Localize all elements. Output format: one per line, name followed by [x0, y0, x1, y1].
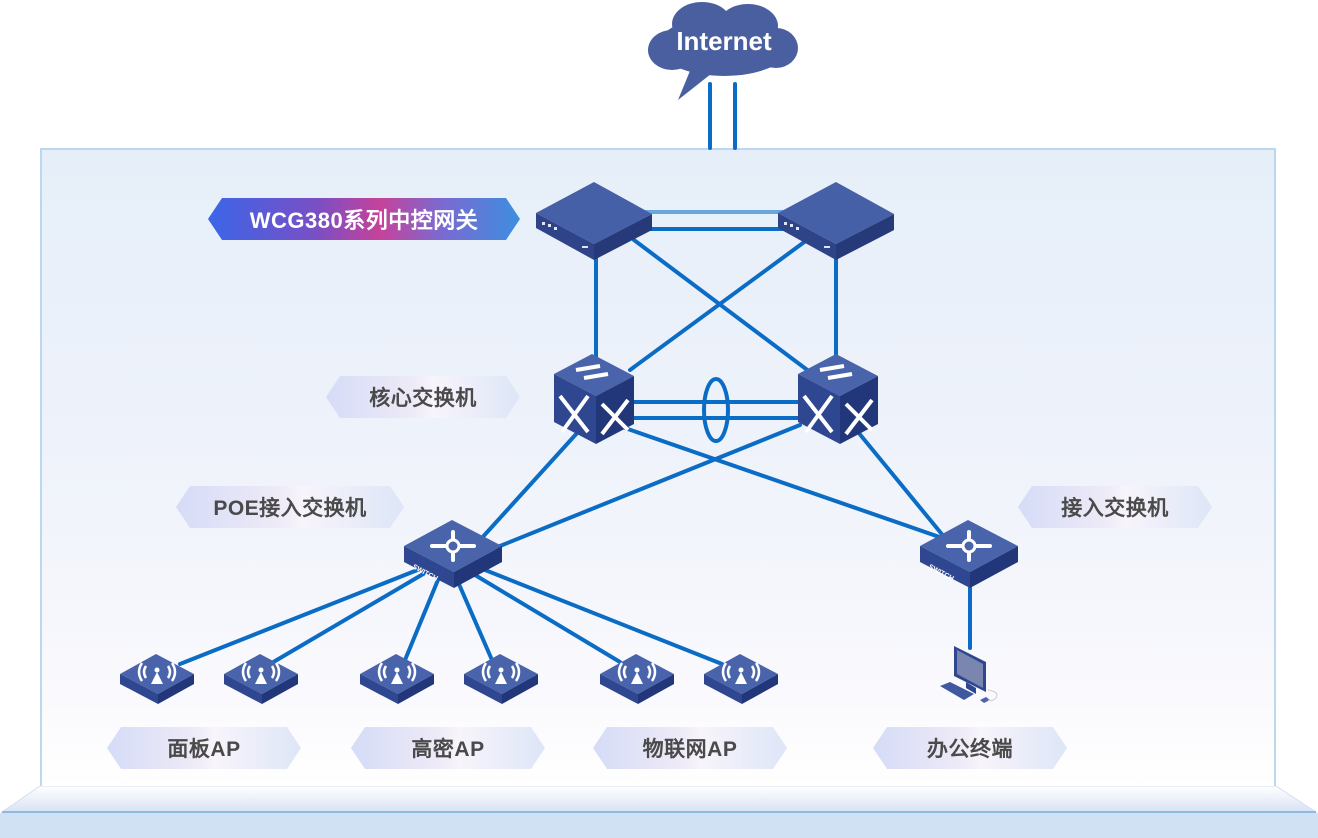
- internet-label: Internet: [676, 26, 772, 56]
- access-point-5[interactable]: [598, 650, 678, 706]
- access-point-3[interactable]: [358, 650, 438, 706]
- label-background: [176, 486, 404, 528]
- high-density-ap-label: 高密AP: [351, 727, 545, 769]
- cloud-icon: [648, 2, 798, 100]
- link-core1-poe: [478, 430, 580, 542]
- link-poe-ap4: [453, 573, 494, 662]
- gateway-label: WCG380系列中控网关: [208, 198, 520, 240]
- wifi-icon: [137, 662, 177, 682]
- access-switch-label: 接入交换机: [1018, 486, 1212, 528]
- link-poe-ap6: [478, 566, 724, 666]
- label-background: [1018, 486, 1212, 528]
- label-background: [107, 727, 301, 769]
- poe-switch-label-text: POE接入交换机: [213, 497, 367, 520]
- core-switch-1[interactable]: [550, 352, 640, 448]
- core-switch-label-text: 核心交换机: [369, 387, 477, 410]
- high-density-ap-label-text: 高密AP: [411, 738, 485, 761]
- link-core1-acc: [623, 426, 950, 542]
- access-point-6[interactable]: [702, 650, 782, 706]
- panel-ap-label: 面板AP: [107, 727, 301, 769]
- label-background: [873, 727, 1067, 769]
- link-poe-ap2: [268, 568, 432, 666]
- core-switch-label: 核心交换机: [326, 376, 520, 418]
- access-point-1[interactable]: [118, 650, 198, 706]
- wifi-icon: [241, 662, 281, 682]
- access-switch[interactable]: SWITCH: [918, 516, 1022, 592]
- poe-switch-label: POE接入交换机: [176, 486, 404, 528]
- gateway-device-2[interactable]: [776, 178, 896, 268]
- office-terminal-label: 办公终端: [873, 727, 1067, 769]
- poe-access-switch[interactable]: SWITCH: [402, 516, 506, 592]
- panel-ap-label-text: 面板AP: [167, 738, 241, 761]
- iot-ap-label-text: 物联网AP: [642, 738, 738, 761]
- access-point-2[interactable]: [222, 650, 302, 706]
- wifi-icon: [617, 662, 657, 682]
- link-gw2-core1: [628, 238, 809, 372]
- gateway-device-1[interactable]: [534, 178, 654, 268]
- label-background: [351, 727, 545, 769]
- link-poe-ap1: [178, 565, 427, 666]
- wifi-icon: [377, 662, 417, 682]
- label-background: [326, 376, 520, 418]
- link-core2-poe: [493, 423, 802, 550]
- floor-base: [0, 786, 1318, 838]
- wifi-icon: [481, 662, 521, 682]
- link-aggregation-ring: [702, 377, 730, 443]
- link-poe-ap3: [403, 573, 442, 662]
- iot-ap-label: 物联网AP: [593, 727, 787, 769]
- label-background: [593, 727, 787, 769]
- office-terminal-label-text: 办公终端: [927, 738, 1013, 761]
- access-switch-label-text: 接入交换机: [1061, 497, 1169, 520]
- wifi-icon: [721, 662, 761, 682]
- office-pc-icon[interactable]: [936, 640, 1006, 710]
- access-point-4[interactable]: [462, 650, 542, 706]
- link-poe-ap5: [468, 570, 622, 664]
- link-gw1-core2: [632, 238, 812, 374]
- label-background: [208, 198, 520, 240]
- core-switch-2[interactable]: [794, 352, 884, 448]
- link-core2-acc: [856, 430, 947, 540]
- gateway-label-text: WCG380系列中控网关: [249, 208, 479, 233]
